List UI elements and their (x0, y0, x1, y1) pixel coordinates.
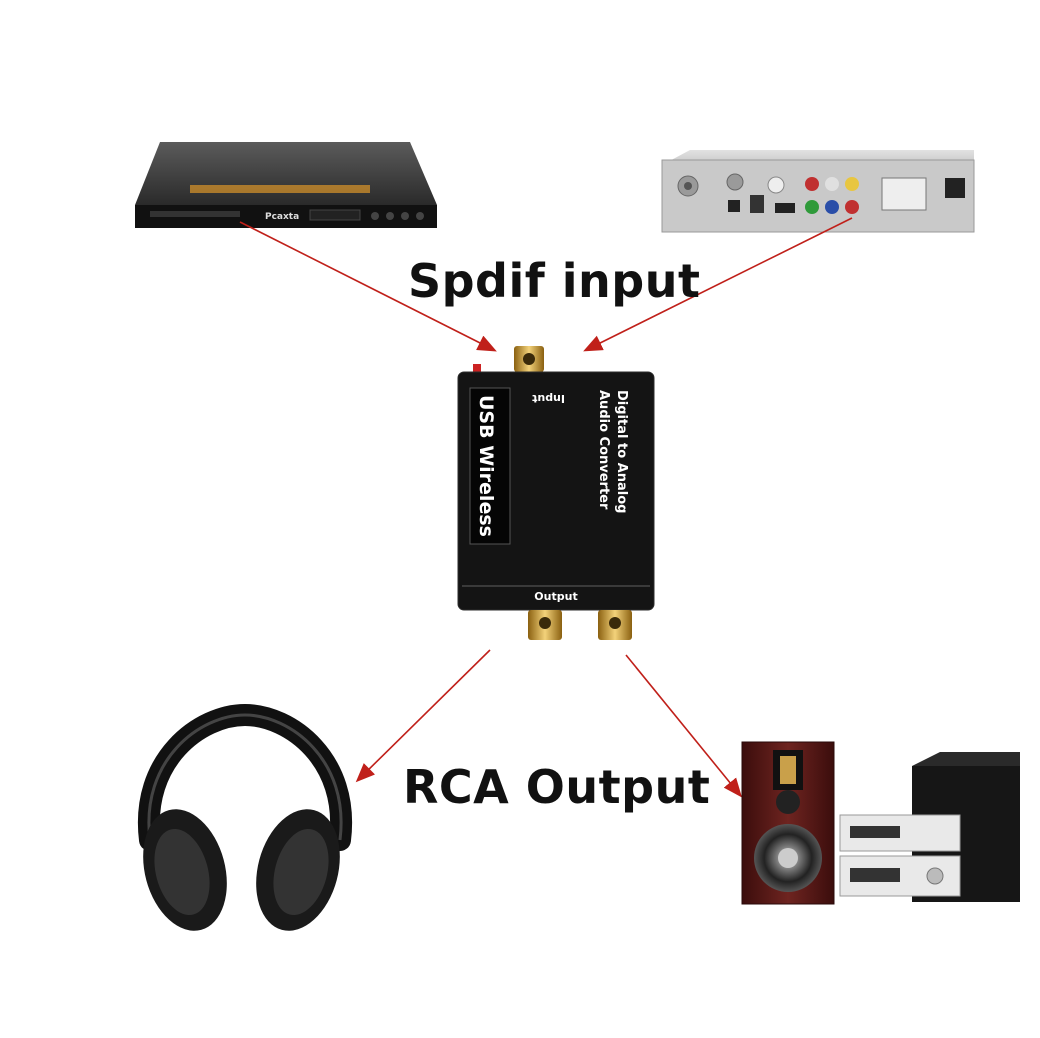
headphones-icon (137, 703, 353, 931)
arrow-output-to-speakers (625, 654, 743, 798)
converter-output-label: Output (534, 590, 577, 603)
rca-output-label: RCA Output (403, 760, 711, 814)
hifi-speakers-icon (741, 741, 1020, 905)
dvd-player-icon: Pcaxta (135, 142, 437, 228)
set-top-box-icon (661, 150, 975, 233)
converter-icon: USB Wireless Input Digital to Analog Aud… (457, 346, 655, 640)
dvd-brand-label: Pcaxta (265, 212, 299, 222)
converter-side-label: USB Wireless (475, 395, 497, 537)
converter-title-line1: Digital to Analog (614, 390, 629, 513)
arrows (239, 217, 853, 798)
arrow-box-to-input (583, 217, 853, 352)
converter-input-label: Input (532, 392, 565, 405)
converter-title-line2: Audio Converter (596, 390, 611, 510)
spdif-input-label: Spdif input (408, 254, 701, 308)
arrow-dvd-to-input (239, 221, 497, 352)
arrow-output-to-headphones (355, 649, 491, 783)
